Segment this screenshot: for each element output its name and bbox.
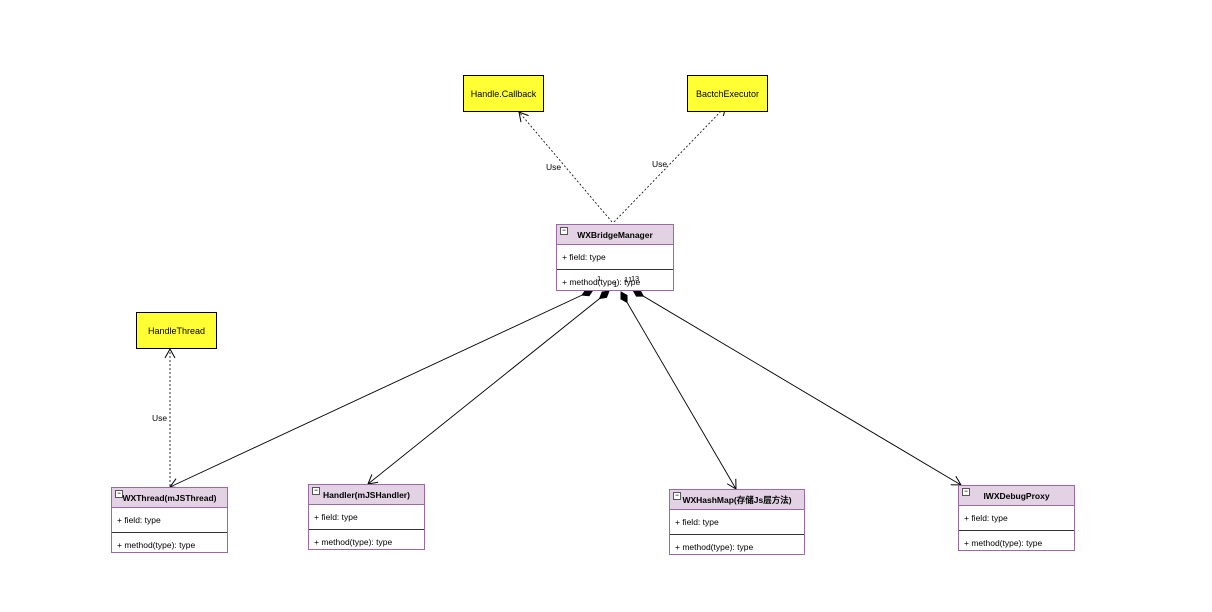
use-edge-executor xyxy=(613,105,727,223)
class-name: IWXDebugProxy xyxy=(983,490,1050,501)
multiplicity-6: 3 xyxy=(635,274,640,283)
note-batch-executor[interactable]: BactchExecutor xyxy=(687,75,768,112)
collapse-icon[interactable]: − xyxy=(312,487,320,495)
class-handler[interactable]: − Handler(mJSHandler) + field: type + me… xyxy=(308,484,425,550)
use-label-thread: Use xyxy=(152,413,168,423)
class-methods: + method(type): type xyxy=(670,535,804,559)
note-handle-thread-label: HandleThread xyxy=(147,325,206,336)
class-header: − IWXDebugProxy xyxy=(959,486,1074,506)
class-wxbridgemanager[interactable]: − WXBridgeManager + field: type + method… xyxy=(556,224,674,291)
note-handle-thread[interactable]: HandleThread xyxy=(136,312,217,349)
class-header: − WXHashMap(存储Js层方法) xyxy=(670,490,804,510)
class-field: + field: type xyxy=(675,517,719,527)
class-name: WXThread(mJSThread) xyxy=(122,492,217,503)
class-fields: + field: type xyxy=(557,245,673,270)
class-methods: + method(type): type xyxy=(112,533,227,557)
composition-edge-thread xyxy=(169,288,594,489)
class-method: + method(type): type xyxy=(562,277,641,287)
use-label-executor: Use xyxy=(652,159,668,169)
class-fields: + field: type xyxy=(670,510,804,535)
class-field: + field: type xyxy=(314,512,358,522)
class-method: + method(type): type xyxy=(314,537,393,547)
class-method: + method(type): type xyxy=(675,542,754,552)
class-methods: + method(type): type xyxy=(557,270,673,294)
collapse-icon[interactable]: − xyxy=(115,490,123,498)
class-name: Handler(mJSHandler) xyxy=(323,489,410,500)
class-header: − Handler(mJSHandler) xyxy=(309,485,424,505)
class-iwxdebugproxy[interactable]: − IWXDebugProxy + field: type + method(t… xyxy=(958,485,1075,551)
composition-edge-hashmap xyxy=(620,291,737,490)
class-name: WXBridgeManager xyxy=(577,229,653,240)
multiplicity-5: 1 xyxy=(631,274,636,283)
class-header: − WXBridgeManager xyxy=(557,225,673,245)
note-handle-callback-label: Handle.Callback xyxy=(470,88,537,99)
multiplicity-1: 1 xyxy=(597,274,602,283)
use-label-callback: Use xyxy=(546,162,562,172)
note-batch-executor-label: BactchExecutor xyxy=(695,88,760,99)
class-method: + method(type): type xyxy=(964,538,1043,548)
class-name: WXHashMap(存储Js层方法) xyxy=(682,494,792,505)
class-wxhashmap[interactable]: − WXHashMap(存储Js层方法) + field: type + met… xyxy=(669,489,805,555)
multiplicity-3: 1 xyxy=(624,275,629,284)
collapse-icon[interactable]: − xyxy=(962,488,970,496)
class-methods: + method(type): type xyxy=(309,530,424,554)
class-wxthread[interactable]: − WXThread(mJSThread) + field: type + me… xyxy=(111,487,228,553)
composition-edge-debugproxy xyxy=(632,289,962,486)
multiplicity-4: 1 xyxy=(628,275,633,284)
class-methods: + method(type): type xyxy=(959,531,1074,555)
collapse-icon[interactable]: − xyxy=(560,227,568,235)
class-fields: + field: type xyxy=(309,505,424,530)
class-method: + method(type): type xyxy=(117,540,196,550)
note-handle-callback[interactable]: Handle.Callback xyxy=(463,75,544,112)
class-field: + field: type xyxy=(562,252,606,262)
collapse-icon[interactable]: − xyxy=(673,492,681,500)
multiplicity-2: 1 xyxy=(613,280,618,289)
class-field: + field: type xyxy=(117,515,161,525)
class-header: − WXThread(mJSThread) xyxy=(112,488,227,508)
class-field: + field: type xyxy=(964,513,1008,523)
class-fields: + field: type xyxy=(112,508,227,533)
class-fields: + field: type xyxy=(959,506,1074,531)
composition-edge-handler xyxy=(367,290,610,485)
use-edge-callback xyxy=(518,111,613,223)
